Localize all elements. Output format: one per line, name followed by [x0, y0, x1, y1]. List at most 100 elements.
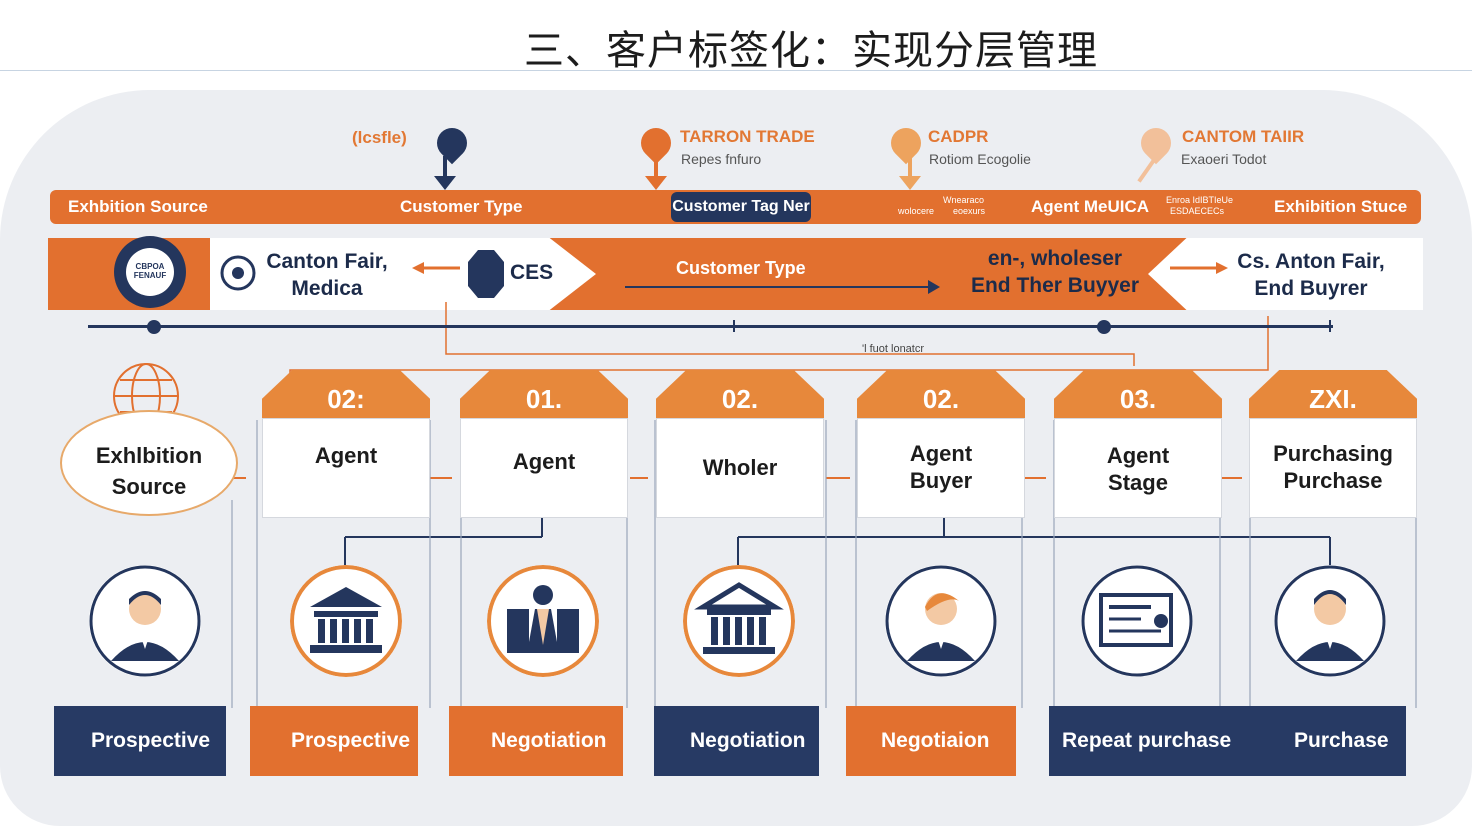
stage-card-4[interactable]: 02. Agent Buyer [857, 370, 1025, 518]
arrow-right-2-head [1216, 262, 1228, 274]
band-label-type: Customer Type [400, 197, 523, 216]
stage-card-body [262, 418, 430, 518]
timeline-dot [147, 320, 161, 334]
band-small-b2: eoexurs [953, 206, 986, 216]
status-label: Purchase [1294, 729, 1389, 752]
connector-note: 'l fuot lonatcr [862, 343, 925, 355]
stage-card-2[interactable]: 01. Agent [460, 370, 628, 518]
stage-label: Wholer [656, 454, 824, 481]
logo-inner [126, 248, 174, 296]
marker-title: TARRON TRADE [680, 127, 815, 146]
source-line-2: Source [111, 474, 187, 499]
stage-card-3[interactable]: 02. Wholer [656, 370, 824, 518]
merchant-icon [487, 565, 599, 677]
stage-card-head [262, 370, 430, 418]
stage-card-head [1054, 370, 1222, 418]
stage-number: ZXI. [1309, 384, 1357, 414]
stage-label-line-2: Stage [1108, 470, 1168, 495]
pin-stem [908, 156, 912, 184]
marker-title: (lcsfle) [352, 128, 407, 147]
stage-label: Agent [460, 448, 628, 475]
stage-label-line-1: Wholer [702, 455, 778, 480]
status-label: Negotiaion [881, 729, 990, 752]
document-icon [1081, 565, 1193, 677]
band-label-right: Exhibition Stuce [1274, 197, 1408, 216]
arrow-right-head [928, 280, 940, 294]
stage-label: Purchasing Purchase [1249, 440, 1417, 494]
person-icon [885, 565, 997, 677]
stage-label-line-1: Agent [314, 443, 378, 468]
stage-label-line-1: Purchasing [1273, 441, 1393, 466]
timeline [88, 325, 1333, 328]
ces-label: CES [510, 261, 554, 284]
stage-number: 02. [721, 384, 759, 414]
marker-subtitle: Rotiom Ecogolie [929, 151, 1031, 167]
ball-icon-center [232, 267, 244, 279]
band-small-a: wolocere [898, 206, 935, 216]
status-prospective-1[interactable]: Prospective [54, 706, 226, 776]
marker-title: CADPR [928, 127, 989, 146]
pin-stem [654, 156, 658, 184]
status-negotiation-1[interactable]: Negotiation [449, 706, 623, 776]
stage-number: 03. [1119, 384, 1157, 414]
marker-subtitle: Repes fnfuro [681, 151, 762, 167]
timeline-tick [1329, 320, 1331, 332]
canton-label: Canton Fair, Medica [262, 248, 392, 302]
bank-icon [683, 565, 795, 677]
title-divider [0, 70, 1472, 71]
stage-card-head [656, 370, 824, 418]
customer-type-label: Customer Type [676, 258, 806, 278]
stage-card-5[interactable]: 03. Agent Stage [1054, 370, 1222, 518]
wholeser-line-1: en-, wholeser [987, 247, 1123, 270]
person-icon [1274, 565, 1386, 677]
down-arrow-icon [434, 176, 456, 190]
source-badge [60, 410, 238, 516]
stage-number: 02. [922, 384, 960, 414]
down-arrow-icon [645, 176, 667, 190]
stage-card-head [460, 370, 628, 418]
wholeser-line-2: End Ther Buyyer [970, 274, 1140, 297]
band-small-b1: Wnearaco [943, 195, 985, 205]
stage-card-head [857, 370, 1025, 418]
status-label: Negotiation [690, 729, 806, 752]
person-icon [89, 565, 201, 677]
status-repeat-purchase[interactable]: Repeat purchase Purchase [1049, 706, 1406, 776]
band-small-c1: Enroa IdIBTIeUe [1166, 195, 1234, 205]
status-negotiation-3[interactable]: Negotiaion [846, 706, 1016, 776]
stage-card-body [1054, 418, 1222, 518]
status-label: Prospective [291, 729, 411, 752]
customer-type-band [48, 238, 1423, 310]
canton-line-1: Canton Fair, [266, 250, 388, 273]
right-line-2: End Buyrer [1254, 277, 1368, 300]
page-title: 三、客户标签化：实现分层管理 [524, 28, 1098, 74]
band-label-source: Exhbition Source [68, 197, 208, 216]
marker-title: CANTOM TAIIR [1182, 127, 1305, 146]
status-label: Repeat purchase [1062, 729, 1232, 752]
pin-stem [443, 156, 447, 184]
status-negotiation-2[interactable]: Negotiation [654, 706, 819, 776]
logo-text: CBPOA FENAUF [133, 262, 167, 280]
status-prospective-2[interactable]: Prospective [250, 706, 418, 776]
stage-card-body [460, 418, 628, 518]
stage-label-line-2: Buyer [909, 468, 973, 493]
stage-card-6[interactable]: ZXI. Purchasing Purchase [1249, 370, 1417, 518]
arrow-left-head [412, 262, 424, 274]
band-label-agent: Agent MeUICA [1031, 197, 1150, 216]
customer-tag-button[interactable]: Customer Tag Ner [671, 192, 811, 222]
marker-subtitle: Exaoeri Todot [1181, 151, 1267, 167]
right-box [1148, 238, 1423, 310]
category-band: Exhbition Source Customer Type Customer … [50, 190, 1421, 224]
stage-label-line-1: Agent [1106, 443, 1170, 468]
right-line-1: Cs. Anton Fair, [1237, 250, 1385, 273]
stage-card-body [656, 418, 824, 518]
stage-number: 02: [327, 384, 365, 414]
status-label: Prospective [91, 729, 211, 752]
timeline-tick [733, 320, 735, 332]
stage-card-body [857, 418, 1025, 518]
source-line-1: Exhlbition [95, 443, 203, 468]
source-label: Exhlbition Source [60, 440, 238, 502]
stage-label: Agent Stage [1054, 442, 1222, 496]
ball-icon [220, 255, 256, 291]
stage-card-1[interactable]: 02: Agent [262, 370, 430, 518]
